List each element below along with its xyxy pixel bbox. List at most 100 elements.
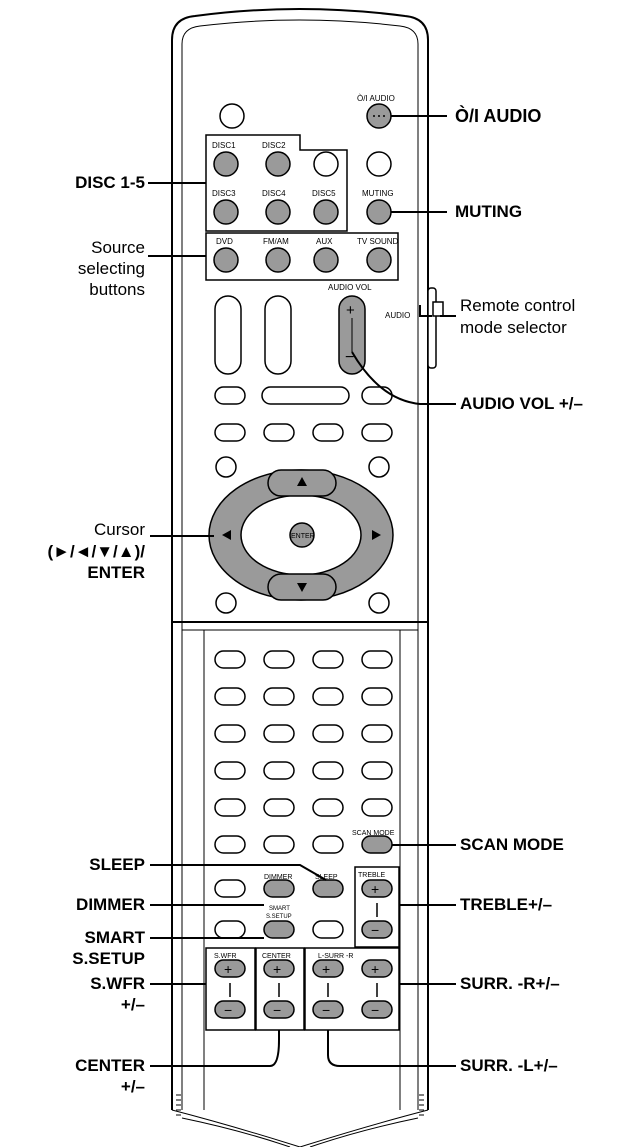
aux-button[interactable] [313, 247, 339, 273]
svg-text:+: + [224, 961, 232, 977]
mode-selector-switch[interactable] [427, 287, 437, 369]
treble-group-frame [354, 866, 400, 948]
smart-label-2: S.SETUP [266, 914, 292, 920]
round-button-2[interactable] [366, 151, 392, 177]
small-round-tr[interactable] [368, 456, 390, 478]
svg-text:−: − [273, 1002, 281, 1018]
treble-plus-button[interactable] [361, 879, 393, 898]
svg-text:−: − [371, 922, 379, 938]
sleep-label: SLEEP [315, 874, 338, 881]
dimmer-button[interactable] [263, 879, 295, 898]
swfr-group-frame [205, 947, 256, 1031]
disc5-button[interactable] [313, 199, 339, 225]
scan-mode-button[interactable] [361, 835, 393, 854]
callout-remote-mode-2: mode selector [460, 318, 567, 337]
callout-muting: MUTING [455, 202, 523, 221]
cursor-left-icon[interactable] [222, 530, 231, 540]
surr-l-plus-button[interactable] [312, 959, 344, 978]
power-button[interactable] [219, 103, 245, 129]
aux-label: AUX [316, 237, 333, 246]
disc1-label: DISC1 [212, 141, 236, 150]
surr-l-minus-button[interactable] [312, 1000, 344, 1019]
callout-remote-mode-1: Remote control [460, 296, 576, 315]
audio-vol-minus: − [345, 349, 354, 366]
svg-text:+: + [371, 961, 379, 977]
callout-source-3: buttons [89, 280, 145, 299]
audio-vol-label: AUDIO VOL [328, 283, 372, 292]
disc1-button[interactable] [213, 151, 239, 177]
tvsound-label: TV SOUND [357, 237, 399, 246]
center-label: CENTER [262, 953, 291, 960]
oval-button-r2-3[interactable] [312, 423, 344, 442]
disc2-label: DISC2 [262, 141, 286, 150]
treble-minus-button[interactable] [361, 920, 393, 939]
enter-button[interactable] [289, 522, 315, 548]
svg-text:+: + [371, 881, 379, 897]
audio-switch-bracket [419, 305, 432, 317]
callout-disc: DISC 1-5 [75, 173, 145, 192]
audio-vol-plus: + [346, 302, 355, 319]
cursor-down-icon [297, 583, 307, 592]
tvsound-button[interactable] [366, 247, 392, 273]
callout-swfr-1: S.WFR [90, 974, 145, 993]
fmam-button[interactable] [265, 247, 291, 273]
oval-button-r2-2[interactable] [263, 423, 295, 442]
oval-grid [214, 650, 393, 854]
disc3-label: DISC3 [212, 189, 236, 198]
callout-smart-2: S.SETUP [72, 949, 145, 968]
sleep-button[interactable] [312, 879, 344, 898]
wide-oval-button[interactable] [261, 386, 350, 405]
disc4-button[interactable] [265, 199, 291, 225]
oval-button-smart-right[interactable] [312, 920, 344, 939]
surr-r-plus-button[interactable] [361, 959, 393, 978]
callout-center-1: CENTER [75, 1056, 145, 1075]
oval-button-r2-4[interactable] [361, 423, 393, 442]
oval-button-dimmer-left[interactable] [214, 879, 246, 898]
muting-button[interactable] [366, 199, 392, 225]
svg-text:−: − [224, 1002, 232, 1018]
lsurr-label: L-SURR -R [318, 953, 353, 960]
callout-cursor-3: ENTER [87, 563, 145, 582]
callout-center-2: +/– [120, 1077, 145, 1096]
enter-label: ENTER [291, 533, 315, 540]
fmam-label: FM/AM [263, 237, 289, 246]
oval-button-r2-1[interactable] [214, 423, 246, 442]
callout-sleep: SLEEP [89, 855, 145, 874]
callout-power-audio: Ò/I AUDIO [455, 106, 542, 126]
svg-text:+: + [273, 961, 281, 977]
center-plus-button[interactable] [263, 959, 295, 978]
disc2-button[interactable] [265, 151, 291, 177]
small-round-bl[interactable] [215, 592, 237, 614]
callout-surr-l: SURR. -L+/– [460, 1056, 558, 1075]
smart-label-1: SMART [269, 906, 290, 912]
oval-button-r1-1[interactable] [214, 386, 246, 405]
oval-button-r1-3[interactable] [361, 386, 393, 405]
swfr-minus-button[interactable] [214, 1000, 246, 1019]
swfr-plus-button[interactable] [214, 959, 246, 978]
cursor-right-icon[interactable] [372, 530, 381, 540]
disc-group-frame [205, 134, 348, 232]
muting-label: MUTING [362, 189, 394, 198]
small-round-tl[interactable] [215, 456, 237, 478]
rocker-button-1[interactable] [214, 295, 242, 375]
remote-inner-edge [181, 19, 419, 1110]
disc3-button[interactable] [213, 199, 239, 225]
surr-r-minus-button[interactable] [361, 1000, 393, 1019]
dvd-label: DVD [216, 237, 233, 246]
svg-text:+: + [322, 961, 330, 977]
oval-button-smart-left[interactable] [214, 920, 246, 939]
smart-setup-button[interactable] [263, 920, 295, 939]
round-button-1[interactable] [313, 151, 339, 177]
disc4-label: DISC4 [262, 189, 286, 198]
callout-lines [148, 115, 456, 1067]
dvd-button[interactable] [213, 247, 239, 273]
small-round-br[interactable] [368, 592, 390, 614]
callout-audio-vol: AUDIO VOL +/– [460, 394, 583, 413]
mode-selector-knob [432, 301, 444, 317]
power-audio-label: Ò/I AUDIO [357, 94, 395, 103]
center-minus-button[interactable] [263, 1000, 295, 1019]
callout-swfr-2: +/– [120, 995, 145, 1014]
callout-source-1: Source [91, 238, 145, 257]
rocker-button-2[interactable] [264, 295, 292, 375]
remote-bottom-cut [171, 1109, 429, 1147]
